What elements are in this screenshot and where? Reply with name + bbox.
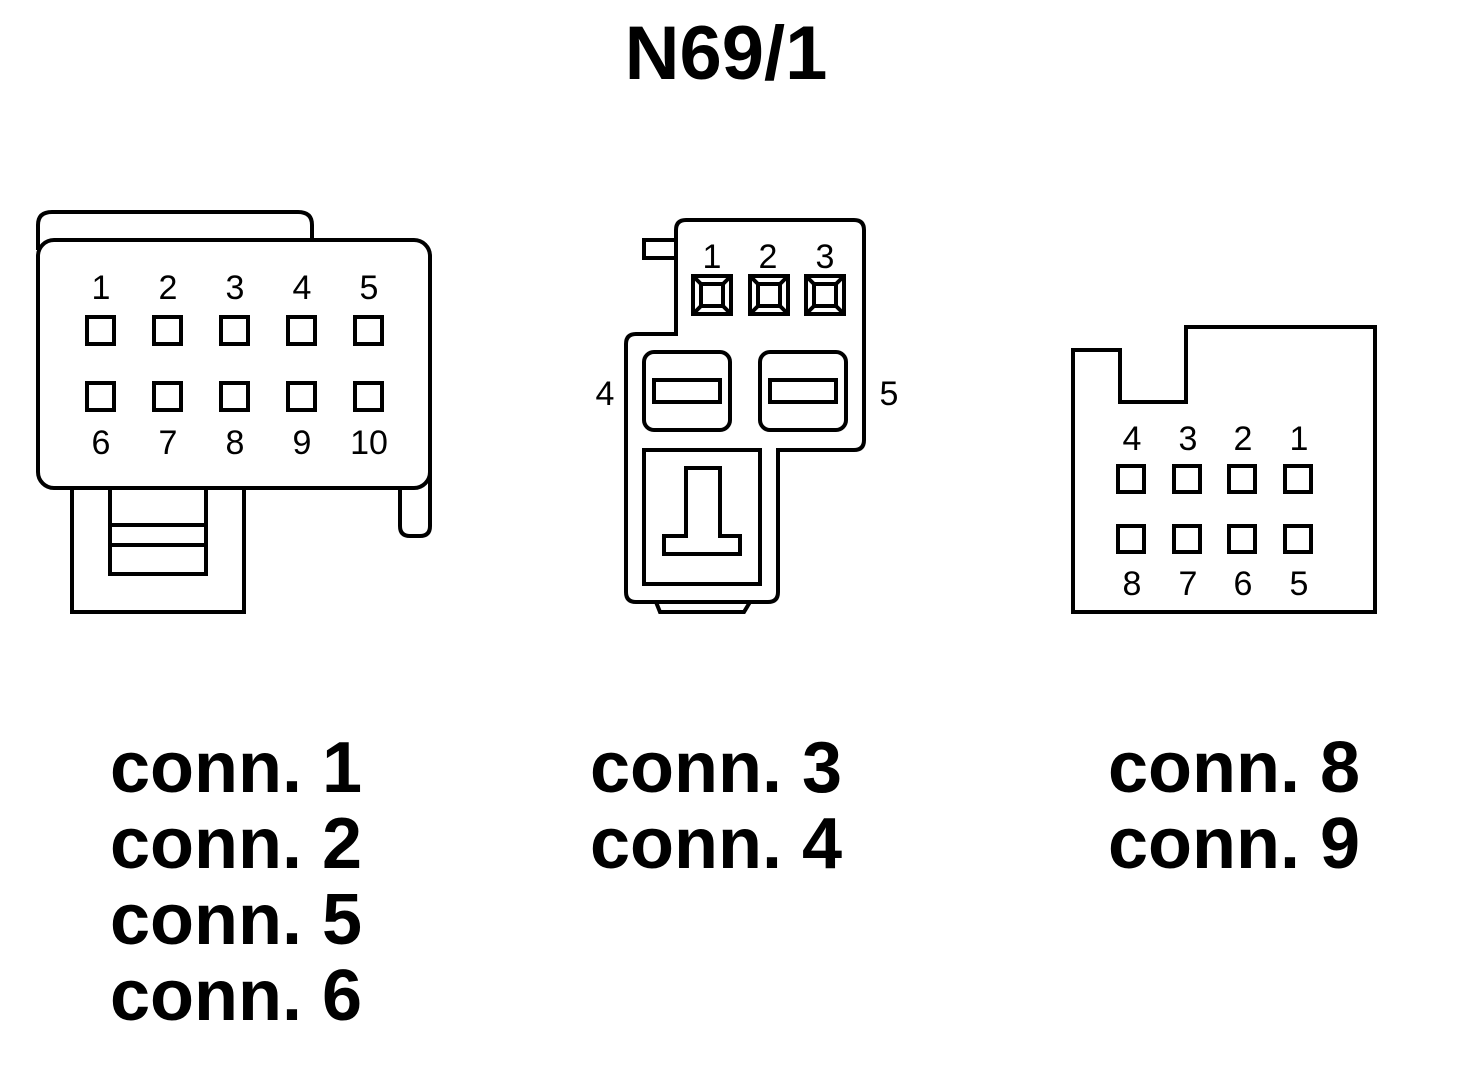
pin-cavity-large — [642, 350, 732, 432]
connector-right-labels: conn. 8 conn. 9 — [1084, 730, 1384, 882]
connector-label: conn. 8 — [1107, 728, 1361, 808]
connector-left-bottom-pins — [85, 381, 384, 412]
connector-label: conn. 5 — [109, 880, 363, 960]
pin-cavity-inner — [812, 282, 838, 308]
connector-label: conn. 9 — [1107, 804, 1361, 884]
pin-number: 7 — [159, 424, 178, 462]
pin-cavity — [152, 381, 183, 412]
pin-cavity — [691, 274, 733, 316]
connector-middle-labels: conn. 3 conn. 4 — [566, 730, 866, 882]
pin-cavity-inner — [699, 282, 725, 308]
connector-right-top-pins — [1116, 464, 1313, 494]
pin-cavity — [353, 315, 384, 346]
pin-number: 5 — [360, 269, 379, 307]
pin-number: 5 — [880, 375, 899, 413]
pin-cavity — [152, 315, 183, 346]
pin-blade — [768, 378, 838, 404]
pin-cavity-large — [758, 350, 848, 432]
pin-cavity — [286, 381, 317, 412]
pin-number: 9 — [293, 424, 312, 462]
connector-left-lower-body — [70, 486, 246, 614]
pin-cavity — [286, 315, 317, 346]
connector-middle-lower-cavity — [642, 448, 762, 586]
connector-left-labels: conn. 1 conn. 2 conn. 5 conn. 6 — [86, 730, 386, 1034]
connector-left: 1 2 3 4 5 6 7 8 9 10 — [36, 210, 432, 614]
pin-number: 6 — [1234, 565, 1253, 603]
connector-left-back-tab — [36, 210, 314, 250]
pin-cavity — [1116, 524, 1146, 554]
pin-number: 3 — [1179, 420, 1198, 458]
pin-number: 3 — [816, 238, 835, 276]
connector-middle-side-tab — [642, 238, 678, 260]
pin-number: 4 — [1123, 420, 1142, 458]
pin-cavity — [85, 315, 116, 346]
pin-number: 2 — [159, 269, 178, 307]
connector-left-top-pins — [85, 315, 384, 346]
connector-label: conn. 2 — [109, 804, 363, 884]
pin-cavity — [1172, 464, 1202, 494]
pin-cavity — [1227, 464, 1257, 494]
pin-cavity-inner — [756, 282, 782, 308]
pin-number: 1 — [92, 269, 111, 307]
connector-right-housing — [1071, 325, 1377, 614]
pin-number: 1 — [703, 238, 722, 276]
pin-number: 3 — [226, 269, 245, 307]
pin-cavity — [1283, 464, 1313, 494]
connector-label: conn. 3 — [589, 728, 843, 808]
connector-right-bottom-pins — [1116, 524, 1313, 554]
pin-cavity — [353, 381, 384, 412]
pin-cavity — [748, 274, 790, 316]
pin-cavity — [1227, 524, 1257, 554]
pin-cavity — [1283, 524, 1313, 554]
pin-blade — [652, 378, 722, 404]
pin-number: 2 — [1234, 420, 1253, 458]
pin-number: 1 — [1290, 420, 1309, 458]
pin-cavity — [804, 274, 846, 316]
connector-label: conn. 4 — [589, 804, 843, 884]
connector-middle-large-pins — [642, 350, 848, 432]
connector-middle-housing — [624, 218, 866, 604]
connector-right: 4 3 2 1 8 7 6 5 — [1071, 325, 1377, 614]
pin-number: 8 — [1123, 565, 1142, 603]
pin-number: 5 — [1290, 565, 1309, 603]
diagram-title: N69/1 — [624, 11, 828, 96]
pin-cavity — [1116, 464, 1146, 494]
pin-cavity — [85, 381, 116, 412]
connector-label: conn. 6 — [109, 956, 363, 1036]
connector-middle-key — [662, 466, 742, 556]
connector-middle-top-pins — [691, 274, 846, 316]
pin-cavity — [219, 315, 250, 346]
pin-number: 10 — [350, 424, 388, 462]
connector-left-slot — [108, 486, 208, 576]
connector-label: conn. 1 — [109, 728, 363, 808]
pin-number: 7 — [1179, 565, 1198, 603]
connector-middle: 1 2 3 4 5 — [596, 218, 899, 614]
connector-left-latch — [398, 470, 432, 538]
connector-middle-bottom-lip — [654, 600, 752, 614]
pin-cavity — [1172, 524, 1202, 554]
pin-number: 2 — [759, 238, 778, 276]
pin-number: 6 — [92, 424, 111, 462]
pin-number: 4 — [293, 269, 312, 307]
pin-number: 4 — [596, 375, 615, 413]
pin-cavity — [219, 381, 250, 412]
pin-number: 8 — [226, 424, 245, 462]
